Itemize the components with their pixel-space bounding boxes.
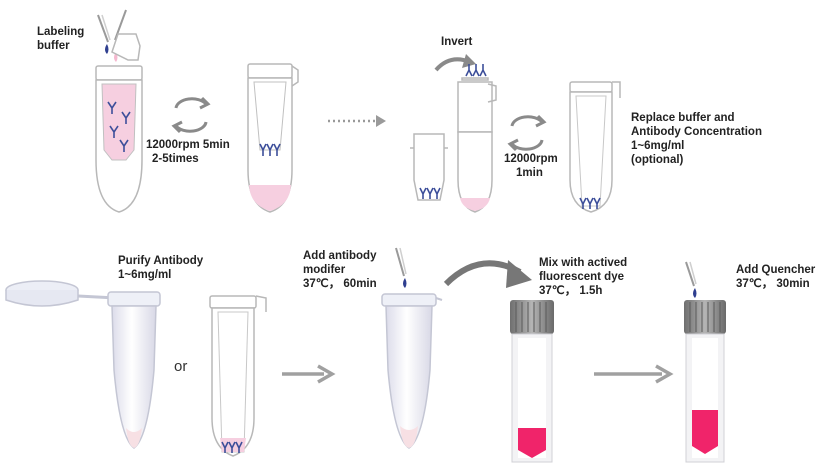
antibody-icon bbox=[259, 143, 281, 156]
filter-tube-with-buffer bbox=[95, 33, 143, 213]
tube-with-inverted-filter bbox=[457, 64, 497, 213]
purify-antibody-label: Purify Antibody 1~6mg/ml bbox=[118, 255, 204, 281]
add-modifier-label: Add antibody modifer 37℃， 60min bbox=[303, 250, 377, 290]
centrifuge-rotate-icon bbox=[507, 114, 547, 152]
antibody-icon bbox=[419, 187, 441, 199]
labeling-buffer-label: Labeling buffer bbox=[37, 26, 85, 52]
invert-label: Invert bbox=[441, 36, 473, 48]
antibody-icon bbox=[107, 101, 131, 152]
pipette-icon bbox=[395, 247, 407, 288]
microcentrifuge-tube bbox=[5, 280, 161, 449]
filter-tube-after-spin bbox=[247, 63, 299, 213]
microcentrifuge-tube bbox=[381, 293, 443, 449]
process-arrow-icon bbox=[282, 364, 336, 384]
pipette-icon bbox=[685, 261, 697, 298]
centrifuge-step-2-label: 12000rpm 1min bbox=[504, 153, 558, 179]
filter-tube-with-antibody bbox=[209, 295, 267, 457]
inverted-filter bbox=[410, 133, 448, 201]
antibody-icon bbox=[221, 441, 243, 453]
replace-buffer-label: Replace buffer and Antibody Concentratio… bbox=[631, 112, 762, 166]
antibody-icon bbox=[465, 64, 487, 77]
curved-arrow-icon bbox=[443, 260, 532, 288]
centrifuge-step-1-label: 12000rpm 5min 2-5times bbox=[146, 139, 230, 165]
or-label: or bbox=[174, 358, 188, 375]
dye-vial bbox=[510, 300, 554, 463]
antibody-icon bbox=[579, 197, 601, 209]
mix-dye-label: Mix with actived fluorescent dye 37℃， 1.… bbox=[539, 257, 628, 297]
filter-tube-concentrated bbox=[569, 81, 621, 213]
invert-arrow-icon bbox=[434, 54, 476, 72]
add-quencher-label: Add Quencher 37℃， 30min bbox=[736, 264, 816, 290]
quenched-vial bbox=[684, 300, 726, 463]
centrifuge-rotate-icon bbox=[171, 96, 211, 134]
process-arrow-icon bbox=[594, 364, 674, 384]
dotted-arrow-icon bbox=[328, 115, 386, 127]
